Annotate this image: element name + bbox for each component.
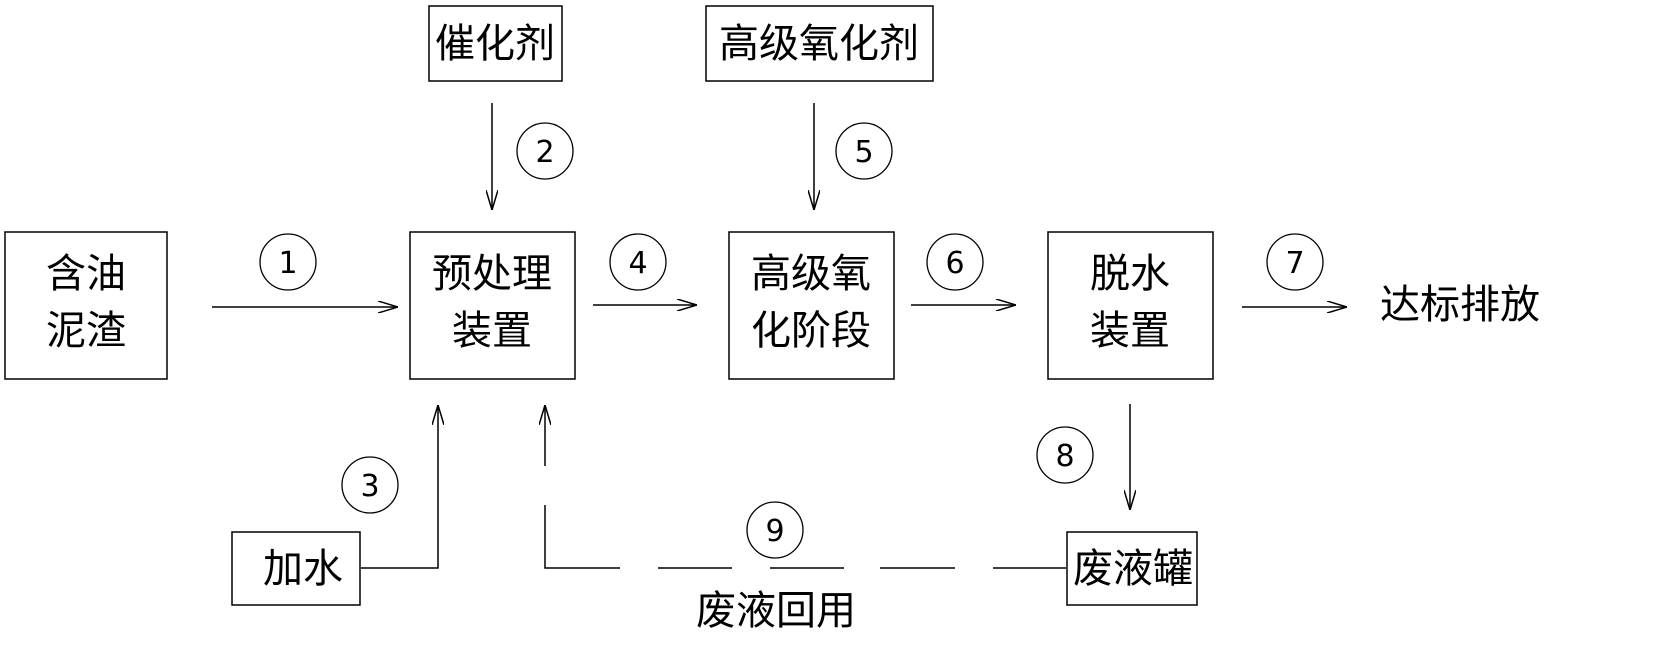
step-number: 3 (360, 469, 379, 504)
box-oily-sludge-line1: 含油 (46, 251, 126, 297)
step-number: 8 (1055, 439, 1074, 474)
label-discharge-to-standard: 达标排放 (1380, 282, 1540, 328)
box-oily-sludge: 含油 泥渣 (4, 231, 168, 380)
step-number: 7 (1285, 246, 1304, 281)
step-number: 4 (628, 246, 647, 281)
box-waste-liquid-tank: 废液罐 (1066, 531, 1198, 606)
box-advanced-oxidant: 高级氧化剂 (705, 5, 934, 82)
step-number: 1 (278, 246, 297, 281)
box-oily-sludge-line2: 泥渣 (46, 308, 126, 354)
step-number: 2 (535, 135, 554, 170)
box-tank-label: 废液罐 (1073, 546, 1193, 592)
step-marker-8: 8 (1036, 426, 1094, 484)
step-marker-4: 4 (609, 233, 667, 291)
label-waste-liquid-reuse: 废液回用 (696, 588, 856, 634)
box-add-water-label: 加水 (263, 546, 343, 592)
arrow-3-water-to-pretreat (361, 405, 438, 569)
step-number: 5 (854, 135, 873, 170)
box-dewatering-line1: 脱水 (1090, 251, 1170, 297)
box-add-water: 加水 (231, 531, 361, 606)
box-dewatering-device: 脱水 装置 (1047, 231, 1214, 380)
box-pretreatment-line1: 预处理 (432, 251, 552, 297)
step-marker-7: 7 (1266, 233, 1324, 291)
step-number: 9 (765, 514, 784, 549)
box-dewatering-line2: 装置 (1090, 308, 1170, 354)
box-pretreatment-line2: 装置 (452, 308, 532, 354)
box-aop-line2: 化阶段 (751, 308, 871, 354)
step-number: 6 (945, 246, 964, 281)
step-marker-2: 2 (516, 122, 574, 180)
box-catalyst-label: 催化剂 (435, 21, 555, 67)
box-pretreatment-device: 预处理 装置 (409, 231, 576, 380)
step-marker-9: 9 (746, 501, 804, 559)
step-marker-5: 5 (835, 122, 893, 180)
step-marker-1: 1 (259, 233, 317, 291)
box-aop-line1: 高级氧 (751, 251, 871, 297)
box-oxidant-label: 高级氧化剂 (719, 21, 919, 67)
box-advanced-oxidation-stage: 高级氧 化阶段 (728, 231, 895, 380)
box-catalyst: 催化剂 (428, 5, 563, 82)
arrow-9-tank-recycle-to-pretreat (545, 405, 1066, 569)
step-marker-6: 6 (926, 233, 984, 291)
step-marker-3: 3 (341, 456, 399, 514)
